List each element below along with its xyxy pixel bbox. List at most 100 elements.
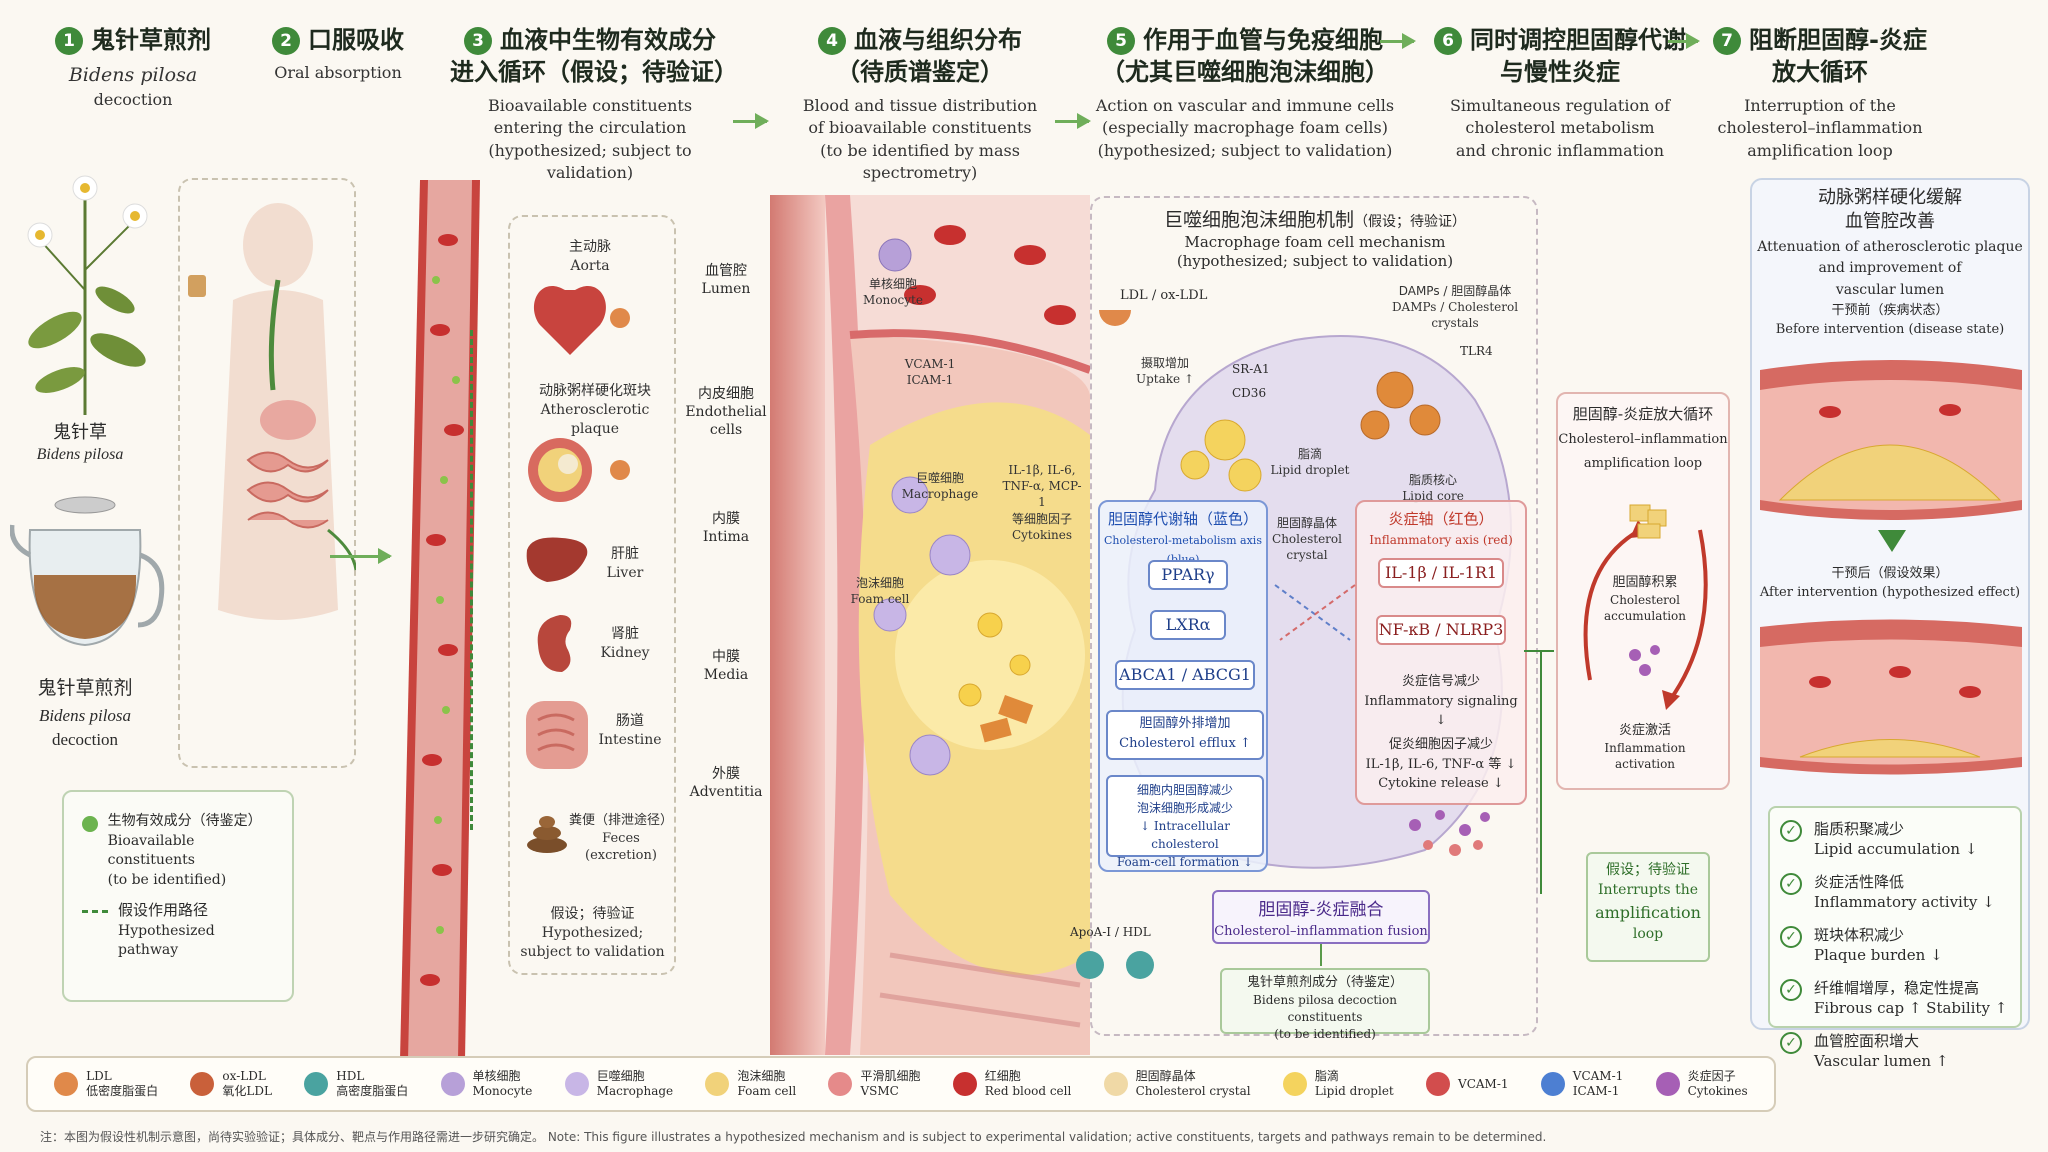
loop-cycle-illustration: [1583, 504, 1708, 710]
check-icon: ✓: [1780, 1032, 1802, 1054]
legend-swatch-icon: [1655, 1072, 1680, 1096]
legend-swatch-icon: [1103, 1072, 1128, 1096]
legend-label: VCAM-1: [1458, 1076, 1509, 1091]
footnote: 注：本图为假设性机制示意图，尚待实验验证；具体成分、靶点与作用路径需进一步研究确…: [40, 1130, 1547, 1144]
node-lxr-alpha: LXRα: [1150, 610, 1226, 640]
inflammatory-axis-title: 炎症轴（红色）Inflammatory axis (red): [1369, 510, 1513, 547]
legend-swatch-icon: [828, 1072, 853, 1096]
flow-arrow: [1668, 33, 1700, 49]
inflammatory-axis-box: [1355, 500, 1527, 805]
plant-name-en: Bidens pilosa: [36, 446, 124, 463]
receptor-cd36: CD36: [1232, 386, 1267, 400]
teapot-illustration: [10, 496, 165, 647]
node-foam-cell-reduction: 细胞内胆固醇减少泡沫细胞形成减少↓ Intracellular choleste…: [1106, 775, 1264, 869]
node-il1-il1r1: IL-1β / IL-1R1: [1378, 558, 1504, 588]
inhibit-line: [1320, 944, 1322, 966]
check-icon: ✓: [1780, 820, 1802, 842]
step-number: 3: [464, 27, 492, 55]
liver-icon: [526, 537, 588, 582]
legend-swatch-icon: [1540, 1072, 1565, 1096]
kidney-icon: [537, 615, 572, 672]
absorption-arrow: [330, 548, 392, 564]
receptor-sra1: SR-A1: [1232, 362, 1270, 376]
node-abca1-abcg1: ABCA1 / ABCG1: [1115, 660, 1255, 690]
loop-title: 胆固醇-炎症放大循环 Cholesterol–inflammation ampl…: [1558, 405, 1728, 471]
green-dot-icon: [82, 816, 98, 832]
cytokine-particles: [1409, 810, 1490, 856]
feces-icon: [527, 816, 567, 853]
label-apoa-hdl: ApoA-I / HDL: [1070, 925, 1151, 939]
crosstalk-dashed-arrows: [1274, 584, 1356, 641]
cholesterol-axis-title: 胆固醇代谢轴（蓝色）Cholesterol-metabolism axis (b…: [1104, 510, 1262, 566]
receptor-tlr4: TLR4: [1460, 344, 1493, 358]
fusion-node: 胆固醇-炎症融合 Cholesterol–inflammation fusion: [1212, 890, 1430, 944]
legend-swatch-icon: [1282, 1072, 1307, 1096]
dashed-arrow-icon: [82, 910, 108, 913]
legend-swatch-icon: [190, 1072, 215, 1096]
left-legend-box: [62, 790, 294, 1002]
legend-swatch-icon: [440, 1072, 465, 1096]
mechanism-title: 巨噬细胞泡沫细胞机制（假设；待验证） Macrophage foam cell …: [1163, 209, 1466, 270]
legend-swatch-icon: [952, 1072, 977, 1096]
node-nfkb-nlrp3: NF-κB / NLRP3: [1376, 615, 1506, 645]
amplification-loop-panel: [1556, 392, 1730, 790]
legend-swatch-icon: [1426, 1072, 1451, 1096]
flow-arrow: [1380, 33, 1416, 49]
legend-swatch-icon: [304, 1072, 329, 1096]
organ-distribution-panel: [508, 215, 676, 975]
decoction-name-zh: 鬼针草煎剂: [37, 677, 133, 699]
distribution-dashed-line: [470, 330, 510, 830]
human-panel: [178, 178, 356, 768]
interrupt-loop-node: 假设；待验证 Interrupts the amplification loop: [1586, 852, 1710, 962]
before-label: 干预前（疾病状态）Before intervention (disease st…: [1775, 303, 2005, 337]
legend-item: VCAM-1: [1426, 1072, 1509, 1096]
step-number: 6: [1434, 27, 1462, 55]
intestine-icon: [526, 701, 588, 769]
legend-swatch-icon: [54, 1072, 79, 1096]
heart-icon: [534, 285, 630, 355]
before-vessel-illustration: [1760, 360, 2022, 520]
plant-name-zh: 鬼针草: [53, 422, 107, 443]
